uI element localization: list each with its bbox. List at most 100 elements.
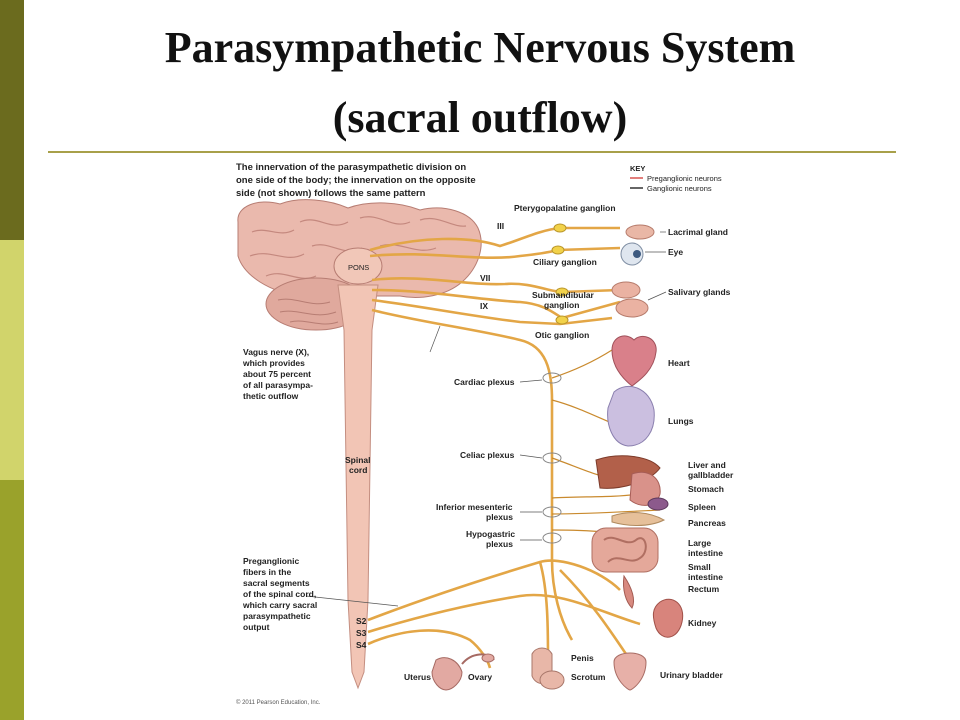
eye-label: Eye (668, 247, 683, 257)
pancreas-label: Pancreas (688, 518, 726, 528)
key-ganglionic: Ganglionic neurons (647, 184, 712, 193)
slide-title: Parasympathetic Nervous System (164, 23, 796, 72)
vagus-label-1: Vagus nerve (X), (243, 347, 309, 357)
accent-bar-middle (0, 240, 24, 480)
urinary-bladder-label: Urinary bladder (660, 670, 724, 680)
preganglionic-label-3: sacral segments (243, 578, 310, 588)
lungs (607, 385, 655, 447)
small-intestine-label-2: intestine (688, 572, 723, 582)
organs (431, 224, 684, 691)
vagus-label-5: thetic outflow (243, 391, 299, 401)
preganglionic-label-4: of the spinal cord, (243, 589, 316, 599)
vagus-label-4: of all parasympa- (243, 380, 313, 390)
ciliary-label: Ciliary ganglion (533, 257, 597, 267)
ovary (481, 653, 495, 663)
leader-lines (305, 231, 667, 607)
nerve-IX-label: IX (480, 301, 488, 311)
vagus-label-3: about 75 percent (243, 369, 311, 379)
sacral-fibers (367, 559, 641, 669)
cardiac-plexus-node (542, 372, 562, 384)
liver-label-2: gallbladder (688, 470, 734, 480)
caption-line-3: side (not shown) follows the same patter… (236, 188, 426, 199)
heart-label: Heart (668, 358, 690, 368)
small-intestine-label-1: Small (688, 562, 711, 572)
spinal-cord (337, 284, 379, 690)
s2-label: S2 (356, 616, 367, 626)
salivary-gland-1 (611, 281, 641, 299)
celiac-plexus-label: Celiac plexus (460, 450, 515, 460)
celiac-plexus-node (542, 452, 562, 464)
cranial-nerves (369, 226, 621, 326)
large-intestine (591, 527, 659, 573)
kidney-label: Kidney (688, 618, 717, 628)
ciliary-ganglion (551, 245, 565, 255)
heart (611, 335, 657, 387)
ganglia (542, 223, 569, 544)
caption-line-1: The innervation of the parasympathetic d… (236, 162, 466, 173)
pterygopalatine-ganglion (553, 223, 567, 233)
salivary-gland-2 (615, 298, 649, 318)
otic-ganglion (555, 315, 569, 325)
key-title: KEY (630, 164, 645, 173)
salivary-label: Salivary glands (668, 287, 731, 297)
spleen-label: Spleen (688, 502, 716, 512)
stomach (629, 471, 661, 506)
scrotum-label: Scrotum (571, 672, 606, 682)
submandibular-label-1: Submandibular (532, 290, 595, 300)
cardiac-plexus-label: Cardiac plexus (454, 377, 515, 387)
pterygopalatine-label: Pterygopalatine ganglion (514, 203, 616, 213)
s4-label: S4 (356, 640, 367, 650)
s3-label: S3 (356, 628, 367, 638)
rectum (623, 574, 635, 609)
hypogastric-label-1: Hypogastric (466, 529, 515, 539)
uterus-label: Uterus (404, 672, 431, 682)
eye-pupil (633, 250, 641, 258)
uterus (431, 657, 463, 691)
large-intestine-label-2: intestine (688, 548, 723, 558)
large-intestine-label-1: Large (688, 538, 711, 548)
vagus-label-2: which provides (242, 358, 305, 368)
pancreas (611, 512, 666, 526)
liver-label-1: Liver and (688, 460, 726, 470)
spinal-cord-label-2: cord (349, 465, 367, 475)
lacrimal-gland (625, 224, 655, 240)
inferior-mesenteric-label-2: plexus (486, 512, 513, 522)
caption-line-2: one side of the body; the innervation on… (236, 175, 476, 186)
urinary-bladder (613, 652, 647, 691)
preganglionic-label-2: fibers in the (243, 567, 291, 577)
scrotum (539, 670, 565, 690)
submandibular-label-2: ganglion (544, 300, 579, 310)
title-divider (48, 151, 896, 153)
pons-label: PONS (348, 263, 369, 272)
spleen (647, 497, 669, 511)
penis-label: Penis (571, 653, 594, 663)
accent-bar-bottom (0, 480, 24, 720)
inferior-mesenteric-node (542, 506, 562, 518)
nerve-III-label: III (497, 221, 504, 231)
hypogastric-node (542, 532, 562, 544)
otic-label: Otic ganglion (535, 330, 589, 340)
stomach-label: Stomach (688, 484, 724, 494)
ovary-label: Ovary (468, 672, 492, 682)
inferior-mesenteric-label-1: Inferior mesenteric (436, 502, 513, 512)
lungs-label: Lungs (668, 416, 694, 426)
nerve-VII-label: VII (480, 273, 490, 283)
spinal-cord-label-1: Spinal (345, 455, 371, 465)
rectum-label: Rectum (688, 584, 720, 594)
copyright: © 2011 Pearson Education, Inc. (236, 699, 321, 706)
accent-bar-top (0, 0, 24, 240)
hypogastric-label-2: plexus (486, 539, 513, 549)
liver (595, 455, 661, 489)
preganglionic-label-5: which carry sacral (242, 600, 317, 610)
submandibular-ganglion (555, 287, 569, 297)
preganglionic-label-7: output (243, 622, 270, 632)
key-preganglionic: Preganglionic neurons (647, 174, 722, 183)
preganglionic-label-6: parasympathetic (243, 611, 311, 621)
slide-subtitle: (sacral outflow) (332, 93, 628, 142)
pons (333, 247, 383, 285)
lacrimal-label: Lacrimal gland (668, 227, 728, 237)
key-legend: KEY Preganglionic neurons Ganglionic neu… (630, 164, 722, 193)
preganglionic-label-1: Preganglionic (243, 556, 299, 566)
kidney (652, 598, 684, 638)
